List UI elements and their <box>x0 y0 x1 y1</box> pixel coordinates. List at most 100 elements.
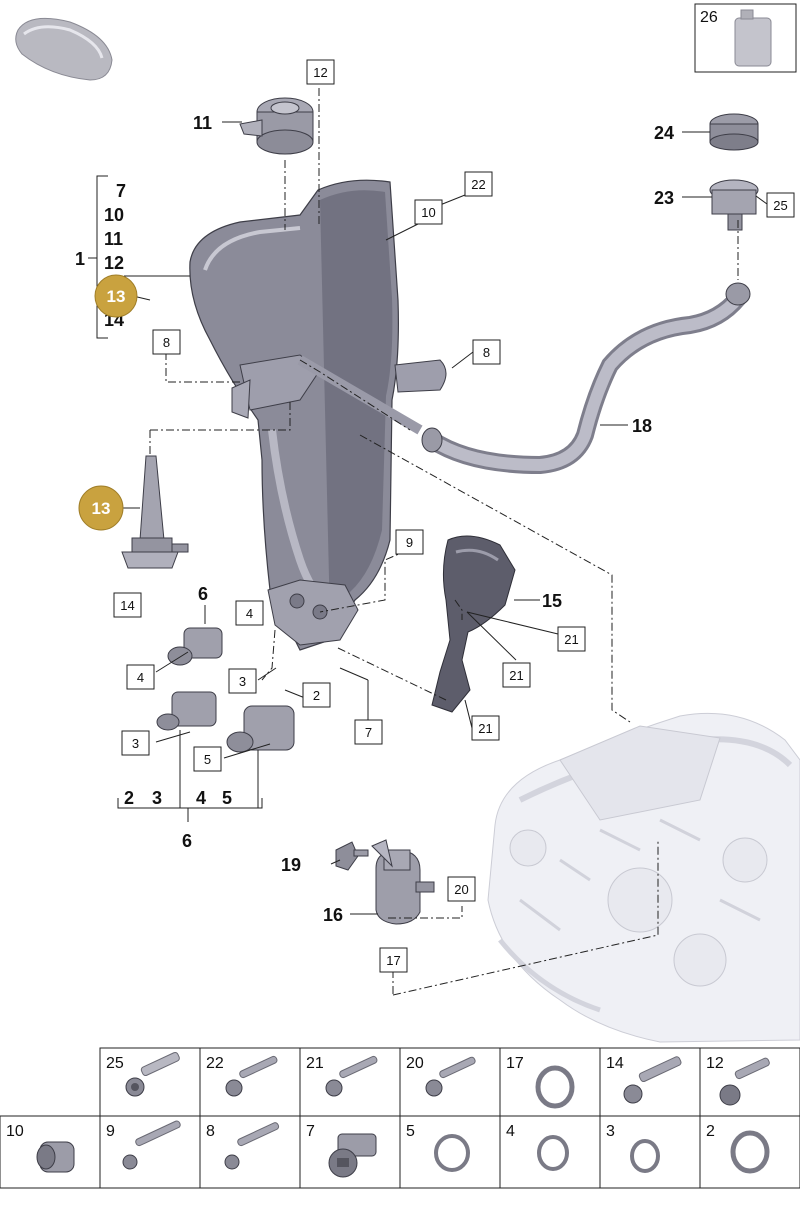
box-callout-2: 2 <box>302 682 331 708</box>
fluid-bottle-icon <box>734 9 772 67</box>
box-callout-3-upper: 3 <box>228 668 257 694</box>
coolant-hose-icon <box>421 282 751 475</box>
svg-text:14: 14 <box>120 598 134 613</box>
box-callout-8-right: 8 <box>472 339 501 365</box>
box-callout-3-lower: 3 <box>121 730 150 756</box>
bolt-collar-icon <box>125 1051 180 1097</box>
table-cell-17: 17 <box>506 1055 524 1072</box>
bolt-pan-head-icon-12 <box>719 1057 770 1106</box>
svg-text:3: 3 <box>239 674 246 689</box>
group1-item-11: 11 <box>104 229 123 249</box>
seal-ring-icon-4 <box>537 1135 569 1171</box>
bolt-long-icon-8 <box>224 1122 280 1170</box>
table-cell-12: 12 <box>706 1055 724 1072</box>
group1-item-7: 7 <box>116 181 126 201</box>
table-cell-22: 22 <box>206 1055 224 1072</box>
callout-19: 19 <box>281 855 301 875</box>
svg-text:21: 21 <box>509 668 523 683</box>
group6-item-2: 2 <box>124 788 134 808</box>
box-callout-7: 7 <box>354 719 383 745</box>
bracket-group-6: 2 3 4 5 6 <box>117 730 263 851</box>
callout-1: 1 <box>75 249 85 269</box>
temp-sensor-icon <box>335 841 369 871</box>
tank-cap-icon <box>239 97 314 155</box>
bolt-long-icon-9 <box>122 1120 181 1170</box>
table-cell-3: 3 <box>606 1123 615 1140</box>
rubber-grommet-icon-10 <box>36 1141 75 1173</box>
box-callout-4-upper: 4 <box>235 600 264 626</box>
seal-ring-icon-5 <box>434 1134 470 1172</box>
svg-text:21: 21 <box>564 632 578 647</box>
table-cell-7: 7 <box>306 1123 315 1140</box>
coolant-pump-icon <box>371 839 435 925</box>
svg-text:7: 7 <box>365 725 372 740</box>
svg-text:2: 2 <box>313 688 320 703</box>
svg-text:4: 4 <box>246 606 253 621</box>
table-cell-10: 10 <box>6 1123 24 1140</box>
box-callout-21-c: 21 <box>471 715 500 741</box>
box-callout-10: 10 <box>414 199 443 225</box>
engine-ghost-icon <box>487 712 800 1043</box>
group6-item-5: 5 <box>222 788 232 808</box>
svg-text:9: 9 <box>406 535 413 550</box>
grommet-5-icon <box>226 705 295 753</box>
svg-text:3: 3 <box>132 736 139 751</box>
bolt-flange-icon-22 <box>225 1055 278 1097</box>
filler-neck-icon <box>709 179 759 231</box>
group1-item-10: 10 <box>104 205 124 225</box>
callout-15: 15 <box>542 591 562 611</box>
group1-item-12: 12 <box>104 253 124 273</box>
svg-text:8: 8 <box>163 335 170 350</box>
svg-text:4: 4 <box>137 670 144 685</box>
box-callout-12: 12 <box>306 59 335 85</box>
box-callout-25: 25 <box>766 192 795 218</box>
bolt-flange-icon-20 <box>425 1056 476 1097</box>
svg-text:10: 10 <box>421 205 435 220</box>
callout-6-bottom: 6 <box>182 831 192 851</box>
callout-6-top: 6 <box>198 584 208 604</box>
box-callout-22: 22 <box>464 171 493 197</box>
svg-text:22: 22 <box>471 177 485 192</box>
table-cell-14: 14 <box>606 1055 624 1072</box>
svg-text:13: 13 <box>107 287 126 306</box>
drain-plug-icon-7 <box>328 1133 377 1178</box>
box-callout-14: 14 <box>113 592 142 618</box>
callout-13-lower: 13 <box>78 485 124 531</box>
callout-24: 24 <box>654 123 674 143</box>
level-sensor-icon <box>121 455 189 569</box>
table-cell-5: 5 <box>406 1123 415 1140</box>
callout-23: 23 <box>654 188 674 208</box>
table-cell-8: 8 <box>206 1123 215 1140</box>
box-callout-8-left: 8 <box>152 329 181 355</box>
table-cell-2: 2 <box>706 1123 715 1140</box>
assembly-lines <box>149 88 739 996</box>
box-callout-4-lower: 4 <box>126 664 155 690</box>
svg-text:25: 25 <box>773 198 787 213</box>
svg-text:17: 17 <box>386 953 400 968</box>
callout-13-upper: 13 <box>94 274 138 318</box>
bolt-flange-icon-21 <box>325 1055 378 1097</box>
svg-text:8: 8 <box>483 345 490 360</box>
box-callout-21-a: 21 <box>557 626 586 652</box>
box-callout-5: 5 <box>193 746 222 772</box>
heat-shield-icon <box>431 535 516 713</box>
svg-text:5: 5 <box>204 752 211 767</box>
seal-ring-icon-3 <box>630 1139 660 1173</box>
part-thumbnail-icon <box>15 17 113 81</box>
box-callout-17: 17 <box>379 947 408 973</box>
callout-11: 11 <box>193 113 212 133</box>
seal-ring-icon-17 <box>535 1065 575 1109</box>
group6-item-3: 3 <box>152 788 162 808</box>
coolant-tank <box>189 179 447 651</box>
table-cell-9: 9 <box>106 1123 115 1140</box>
table-cell-20: 20 <box>406 1055 424 1072</box>
box-callout-9: 9 <box>395 529 424 555</box>
label-26: 26 <box>700 9 718 26</box>
svg-text:21: 21 <box>478 721 492 736</box>
svg-text:13: 13 <box>92 499 111 518</box>
seal-ring-icon-2 <box>730 1130 770 1174</box>
leader-lines <box>123 121 768 915</box>
callout-18: 18 <box>632 416 652 436</box>
group6-item-4: 4 <box>196 788 206 808</box>
